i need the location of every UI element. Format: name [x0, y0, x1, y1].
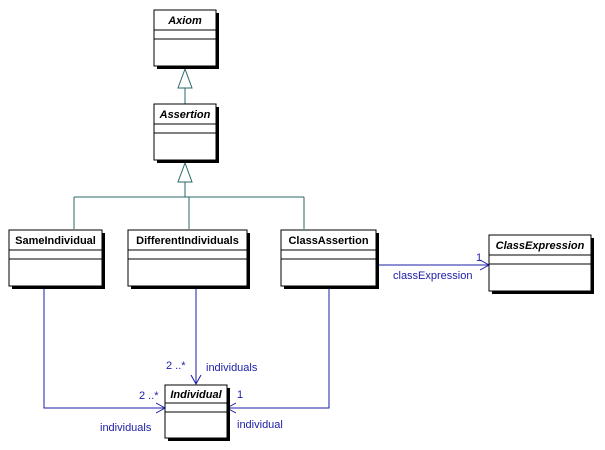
role-class-expression: classExpression [393, 270, 472, 282]
class-name-axiom: Axiom [167, 15, 202, 27]
class-name-class-expression: ClassExpression [496, 240, 585, 252]
multiplicity-class-expression: 1 [476, 252, 482, 264]
class-individual[interactable]: Individual [164, 384, 230, 441]
multiplicity-class-assertion-individual: 1 [237, 389, 243, 401]
role-class-assertion-individual: individual [237, 419, 283, 431]
multiplicity-same-individual: 2 ..* [139, 390, 159, 402]
class-assertion[interactable]: Assertion [153, 103, 219, 163]
association-different-individuals-to-individual [190, 286, 202, 386]
inheritance-arrowhead-icon [177, 161, 193, 183]
class-name-class-assertion: ClassAssertion [288, 235, 368, 247]
class-class-assertion[interactable]: ClassAssertion [280, 229, 379, 289]
generalization-subclasses-to-assertion [73, 161, 305, 229]
class-same-individual[interactable]: SameIndividual [8, 229, 105, 289]
class-name-individual: Individual [170, 389, 222, 401]
class-name-different-individuals: DifferentIndividuals [136, 235, 239, 247]
generalization-assertion-to-axiom [177, 67, 193, 105]
class-axiom[interactable]: Axiom [153, 9, 219, 69]
multiplicity-different-individuals: 2 ..* [166, 360, 186, 372]
inheritance-arrowhead-icon [177, 67, 193, 89]
class-different-individuals[interactable]: DifferentIndividuals [127, 229, 250, 289]
navigable-arrowhead-icon [190, 374, 202, 386]
role-same-individual: individuals [100, 422, 152, 434]
class-class-expression[interactable]: ClassExpression [488, 234, 594, 294]
class-name-same-individual: SameIndividual [15, 235, 96, 247]
association-class-assertion-to-class-expression [376, 259, 491, 271]
class-name-assertion: Assertion [159, 109, 211, 121]
role-different-individuals: individuals [206, 362, 258, 374]
